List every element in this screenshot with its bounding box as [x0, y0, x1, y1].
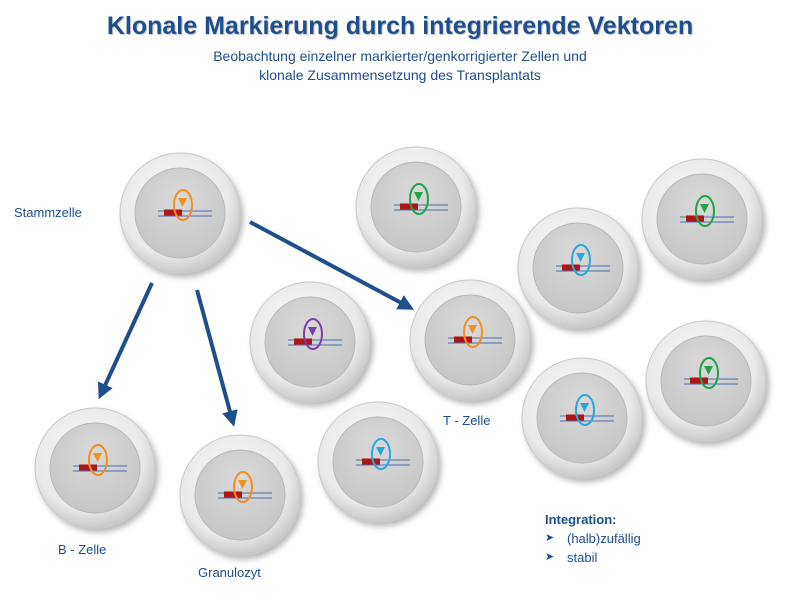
marker-triangle-icon	[238, 480, 247, 489]
cell-green-top	[355, 146, 477, 268]
cell-blue-bottom	[317, 401, 439, 523]
cell-purple	[249, 281, 371, 403]
arrow-to-tcell	[249, 220, 415, 310]
marker-ellipse	[233, 471, 253, 503]
marker-triangle-icon	[700, 204, 709, 213]
cell-green-right	[641, 158, 763, 280]
marker-ellipse	[571, 244, 591, 276]
vector-insert	[224, 491, 242, 498]
cell-stem	[119, 152, 241, 274]
cells	[34, 146, 767, 556]
integration-heading: Integration:	[545, 512, 617, 527]
cell-granulo	[179, 434, 301, 556]
marker-ellipse	[409, 183, 429, 215]
arrow-to-bcell	[98, 282, 154, 400]
marker-ellipse	[575, 394, 595, 426]
vector-insert	[562, 264, 580, 271]
page-title: Klonale Markierung durch integrierende V…	[106, 12, 694, 40]
label-stammzelle: Stammzelle	[14, 205, 82, 220]
vector-insert	[400, 203, 418, 210]
marker-ellipse	[88, 444, 108, 476]
marker-triangle-icon	[580, 403, 589, 412]
marker-ellipse	[699, 357, 719, 389]
integration-item-text: (halb)zufällig	[567, 531, 641, 546]
subtitle-line-2: klonale Zusammensetzung des Transplantat…	[259, 67, 541, 83]
integration-note: Integration: ➤ (halb)zufällig ➤ stabil	[545, 512, 641, 567]
marker-triangle-icon	[376, 447, 385, 456]
label-b-zelle: B - Zelle	[58, 542, 107, 557]
marker-ellipse	[303, 318, 323, 350]
integration-item: ➤ (halb)zufällig	[545, 529, 641, 548]
subtitle: Beobachtung einzelner markierter/genkorr…	[150, 47, 650, 85]
marker-ellipse	[463, 316, 483, 348]
marker-triangle-icon	[414, 192, 423, 201]
vector-insert	[164, 209, 182, 216]
marker-triangle-icon	[468, 325, 477, 334]
cell-blue-mid	[517, 207, 639, 329]
arrow-to-granulozyt	[195, 289, 238, 427]
vector-insert	[79, 464, 97, 471]
marker-triangle-icon	[93, 453, 102, 462]
cell-bcell	[34, 407, 156, 529]
marker-triangle-icon	[576, 253, 585, 262]
cell-green-lower	[645, 320, 767, 442]
integration-item: ➤ stabil	[545, 548, 641, 567]
label-granulozyt: Granulozyt	[198, 565, 261, 580]
vector-insert	[686, 215, 704, 222]
arrows	[98, 220, 415, 427]
vector-insert	[294, 338, 312, 345]
integration-item-text: stabil	[567, 550, 598, 565]
cell-blue-lower	[521, 357, 643, 479]
marker-ellipse	[695, 195, 715, 227]
vector-insert	[566, 414, 584, 421]
vector-insert	[454, 336, 472, 343]
marker-triangle-icon	[704, 366, 713, 375]
marker-ellipse	[371, 438, 391, 470]
arrow-bullet-icon: ➤	[545, 532, 555, 544]
marker-ellipse	[173, 189, 193, 221]
vector-insert	[362, 458, 380, 465]
cell-tcell-main	[409, 279, 531, 401]
vector-insert	[690, 377, 708, 384]
marker-triangle-icon	[178, 198, 187, 207]
label-t-zelle: T - Zelle	[443, 413, 491, 428]
marker-triangle-icon	[308, 327, 317, 336]
arrow-bullet-icon: ➤	[545, 551, 555, 563]
subtitle-line-1: Beobachtung einzelner markierter/genkorr…	[213, 48, 587, 64]
